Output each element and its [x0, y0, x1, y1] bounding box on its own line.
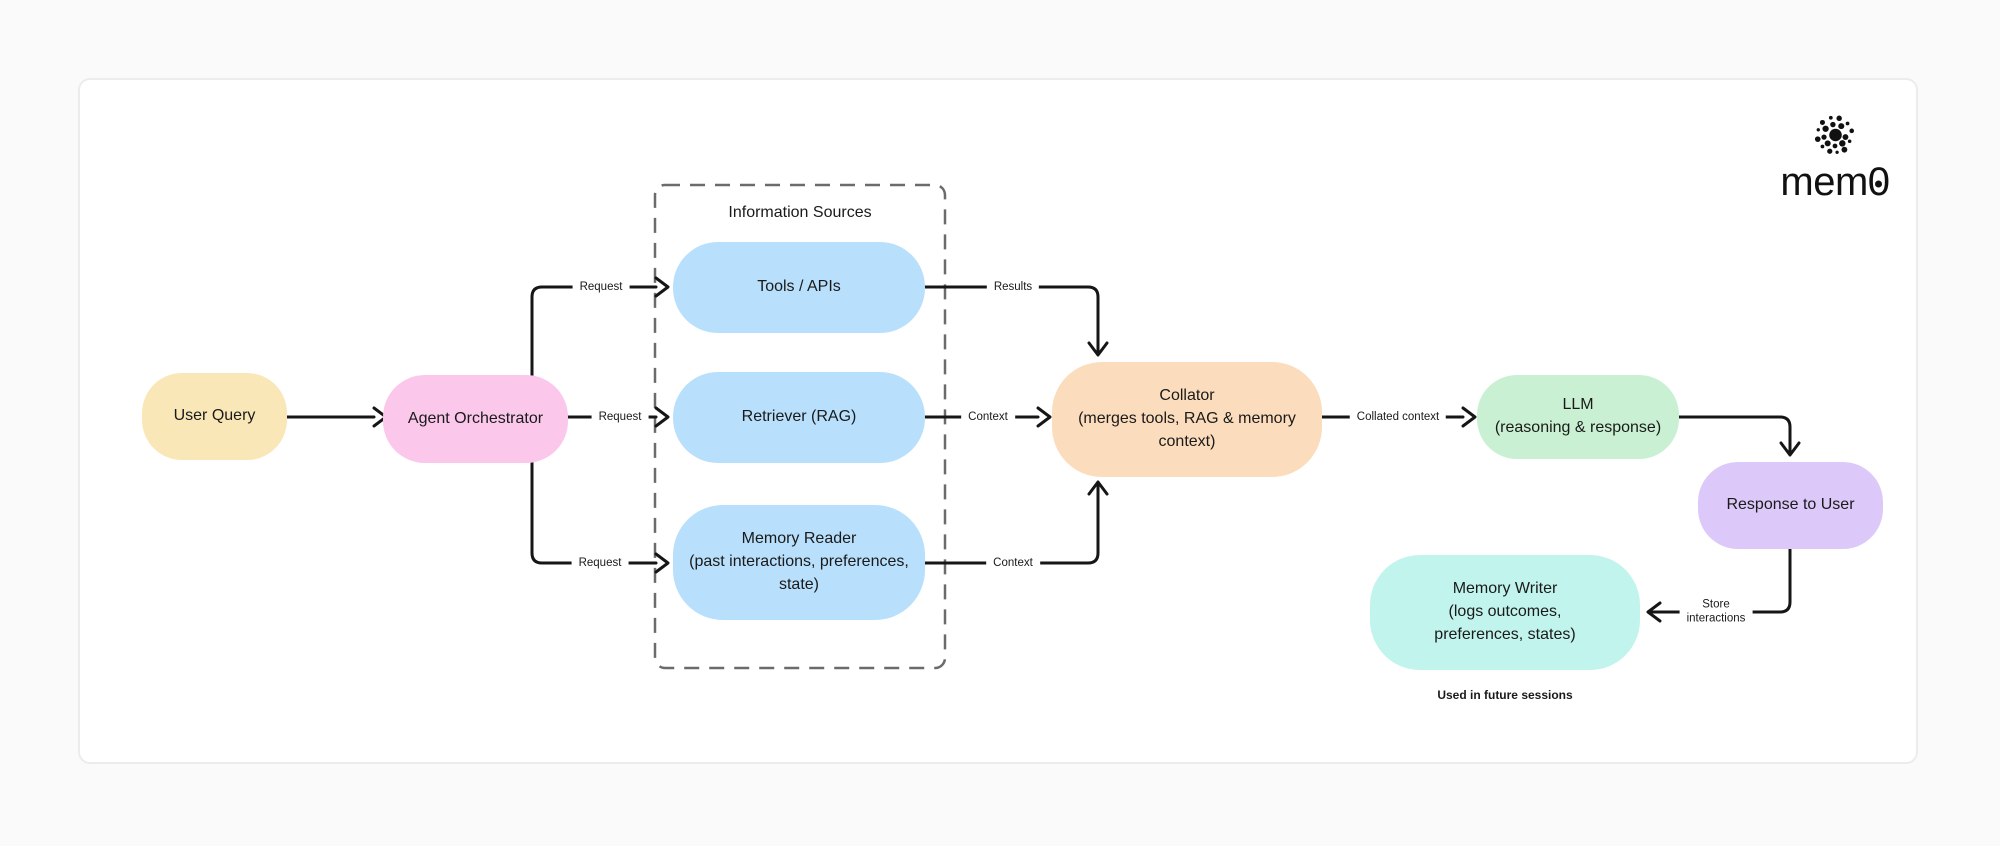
edge-label-context-middle: Context: [961, 408, 1015, 426]
node-llm-label: LLM (reasoning & response): [1494, 396, 1662, 436]
node-memory-reader-label: Memory Reader (past interactions, prefer…: [689, 530, 909, 593]
mem0-logo-wordmark: mem0: [1780, 160, 1890, 204]
edge-label-store-interactions: Store interactions: [1679, 596, 1753, 628]
edge-userquery-to-orchestrator: [285, 406, 388, 428]
information-sources-title: Information Sources: [728, 204, 872, 221]
edge-label-collated-context: Collated context: [1349, 408, 1447, 426]
node-retriever-rag-label: Retriever (RAG): [741, 408, 857, 426]
edge-label-context-bottom: Context: [986, 554, 1040, 572]
edge-label-request-middle: Request: [591, 408, 649, 426]
node-llm: LLM (reasoning & response): [1477, 375, 1679, 459]
edge-label-results: Results: [986, 278, 1040, 296]
edge-label-request-bottom: Request: [571, 554, 629, 572]
edge-orchestrator-to-memoryreader: [530, 461, 670, 574]
node-response-to-user-label: Response to User: [1726, 496, 1855, 514]
mem0-zero-dot-icon: [1874, 180, 1882, 188]
mem0-logo-icon: [1814, 115, 1855, 154]
edge-memoryreader-to-collator: [923, 480, 1109, 565]
node-retriever-rag: Retriever (RAG): [673, 372, 925, 463]
node-agent-orchestrator-label: Agent Orchestrator: [407, 409, 544, 427]
node-user-query: User Query: [142, 373, 287, 460]
node-tools-apis-label: Tools / APIs: [757, 278, 841, 296]
edge-label-request-top: Request: [572, 278, 630, 296]
edge-tools-to-collator: [923, 285, 1109, 357]
node-user-query-label: User Query: [173, 407, 256, 425]
node-tools-apis: Tools / APIs: [673, 242, 925, 333]
node-response-to-user: Response to User: [1698, 462, 1883, 549]
edge-response-to-memorywriter: [1646, 547, 1792, 623]
mem0-logo-text: mem0: [1780, 160, 1890, 204]
mem0-logo: mem0: [1770, 112, 1900, 222]
edge-orchestrator-to-tools: [530, 276, 670, 377]
node-agent-orchestrator: Agent Orchestrator: [383, 375, 568, 463]
node-memory-writer-label: Memory Writer (logs outcomes, preference…: [1434, 580, 1576, 643]
memory-writer-footnote: Used in future sessions: [1437, 688, 1573, 702]
node-collator-label: Collator (merges tools, RAG & memory con…: [1078, 387, 1296, 450]
edge-llm-to-response: [1676, 415, 1801, 457]
node-memory-writer: Memory Writer (logs outcomes, preference…: [1370, 555, 1640, 670]
node-memory-reader: Memory Reader (past interactions, prefer…: [673, 505, 925, 620]
node-collator: Collator (merges tools, RAG & memory con…: [1052, 362, 1322, 477]
